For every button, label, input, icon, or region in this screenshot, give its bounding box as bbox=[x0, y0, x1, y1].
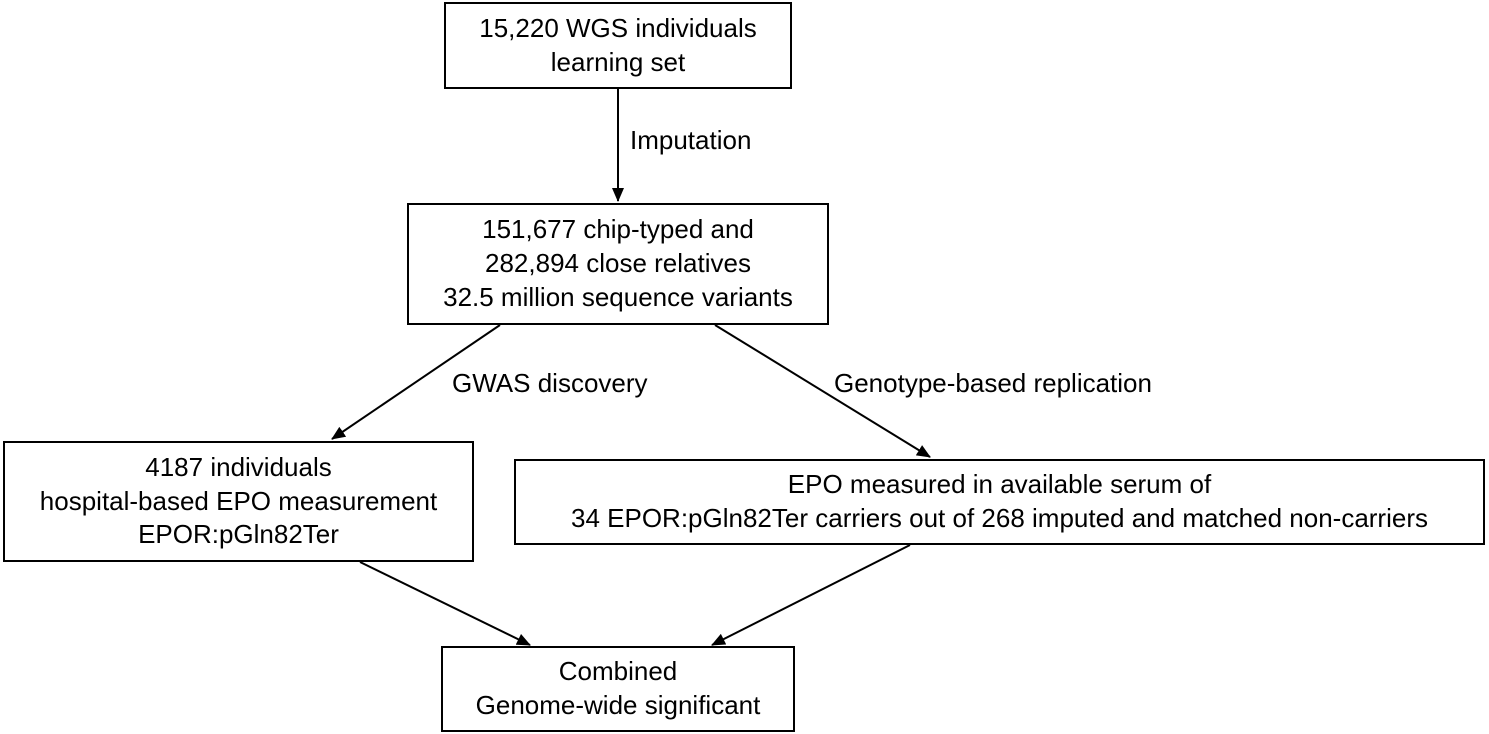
imputed-cohort-box: 151,677 chip-typed and 282,894 close rel… bbox=[407, 203, 829, 325]
gwas-discovery-line-1: 4187 individuals bbox=[145, 451, 332, 482]
imputed-cohort-line-2: 282,894 close relatives bbox=[485, 248, 751, 279]
combined-box: Combined Genome-wide significant bbox=[441, 646, 795, 732]
gwas-discovery-box: 4187 individuals hospital-based EPO meas… bbox=[3, 441, 474, 562]
gwas-discovery-line-3: EPOR:pGln82Ter bbox=[138, 519, 339, 550]
imputed-cohort-line-1: 151,677 chip-typed and bbox=[482, 214, 754, 245]
arrow-gwas-discovery bbox=[331, 324, 501, 440]
replication-box: EPO measured in available serum of 34 EP… bbox=[514, 459, 1485, 545]
replication-line-1: EPO measured in available serum of bbox=[787, 469, 1212, 500]
imputation-label: Imputation bbox=[630, 125, 752, 155]
gwas-discovery-line-2: hospital-based EPO measurement bbox=[39, 485, 438, 516]
combined-line-1: Combined bbox=[558, 656, 678, 687]
arrow-gwas-to-combined bbox=[359, 561, 531, 646]
genotype-replication-label: Genotype-based replication bbox=[834, 368, 1152, 398]
gwas-discovery-label: GWAS discovery bbox=[452, 368, 648, 398]
combined-line-2: Genome-wide significant bbox=[475, 690, 761, 720]
imputed-cohort-line-3: 32.5 million sequence variants bbox=[443, 281, 793, 312]
arrow-genotype-replication bbox=[714, 324, 931, 458]
replication-line-2: 34 EPOR:pGln82Ter carriers out of 268 im… bbox=[571, 503, 1428, 533]
learning-set-line-1: 15,220 WGS individuals bbox=[479, 12, 757, 43]
arrow-replication-to-combined bbox=[711, 544, 911, 646]
learning-set-line-2: learning set bbox=[550, 46, 686, 77]
learning-set-box: 15,220 WGS individuals learning set bbox=[444, 2, 792, 89]
